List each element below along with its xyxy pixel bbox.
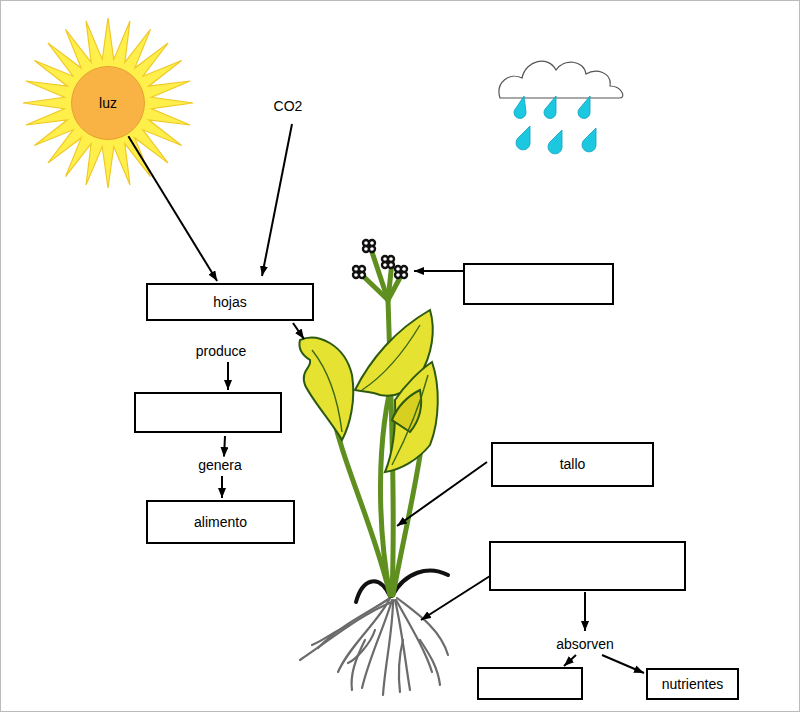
plant-base — [356, 571, 448, 602]
roots — [300, 598, 448, 695]
rain-drops — [514, 96, 596, 154]
node-label: tallo — [560, 456, 586, 473]
flow-label: absorven — [554, 636, 616, 653]
empty-box — [135, 264, 685, 699]
leader-arrow — [222, 124, 644, 673]
flowers — [353, 240, 407, 278]
part-box: hojas — [146, 283, 314, 321]
leaf-veins — [312, 325, 428, 465]
sun-rays — [23, 18, 193, 188]
node-label: hojas — [213, 294, 246, 311]
part-box: tallo — [491, 442, 654, 487]
flow-label: produce — [194, 343, 249, 360]
flow-label: genera — [196, 457, 244, 474]
node-label: nutrientes — [662, 676, 723, 693]
node-label: alimento — [194, 514, 247, 531]
flow-arrow — [128, 136, 217, 281]
node-label: luz — [99, 95, 117, 112]
process-box: alimento — [146, 500, 295, 544]
sun-circle: luz — [71, 66, 145, 140]
flow-label: CO2 — [272, 98, 305, 115]
cloud — [499, 61, 623, 98]
sun-rays — [23, 18, 193, 188]
leaves — [299, 310, 437, 472]
part-box: nutrientes — [646, 668, 739, 700]
